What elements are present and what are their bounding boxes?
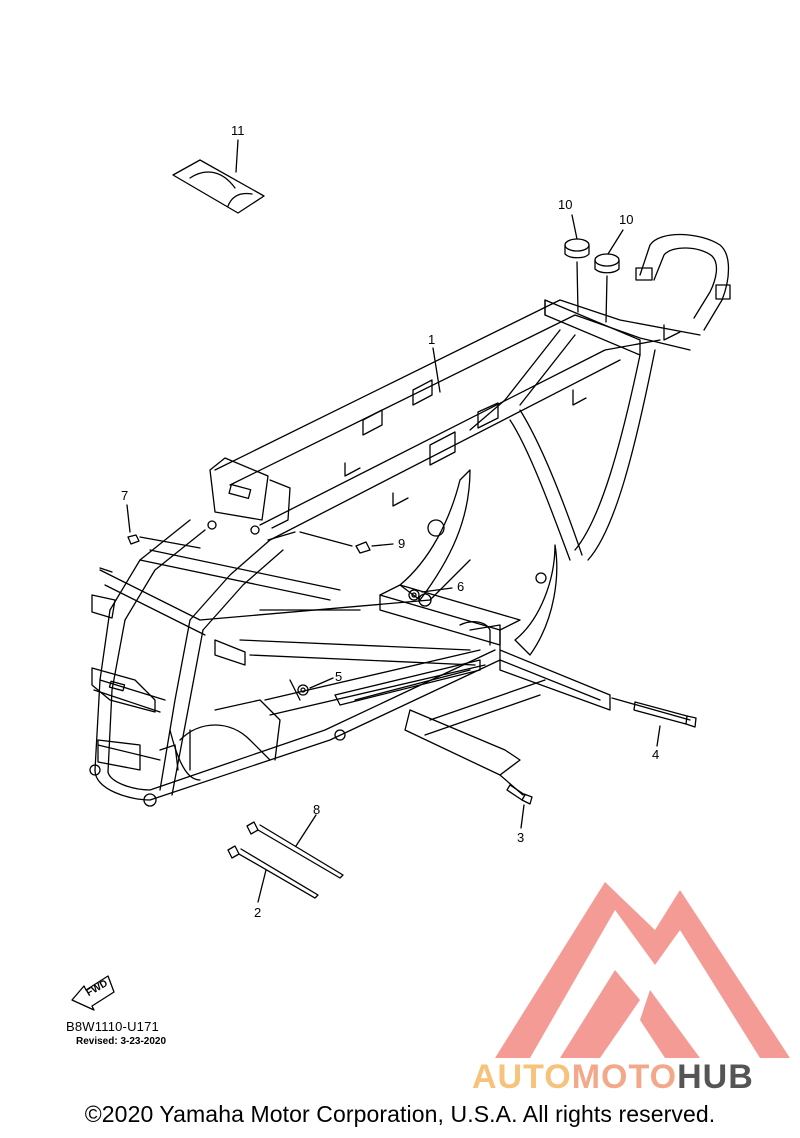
watermark-part-2: MOTO [571, 1058, 678, 1096]
callout-2: 2 [254, 905, 262, 920]
callout-11: 11 [231, 123, 245, 138]
callout-8: 8 [313, 802, 321, 817]
watermark-part-3: HUB [677, 1058, 754, 1096]
watermark-text: AUTOMOTOHUB [472, 1058, 754, 1097]
watermark-logo [495, 882, 790, 1058]
watermark-part-1: AUTO [472, 1058, 572, 1096]
fwd-arrow [71, 975, 115, 1011]
callout-4: 4 [652, 747, 660, 762]
part-11-bag [172, 139, 265, 214]
side-plates [399, 469, 558, 656]
lower-frame [89, 649, 501, 807]
rear-downtubes [509, 349, 656, 561]
part-10-grommets [564, 214, 624, 323]
revised-date: Revised: 3-23-2020 [76, 1036, 167, 1047]
part-3-bolt [499, 774, 533, 829]
callout-10b: 10 [619, 212, 634, 227]
callout-9: 9 [398, 536, 406, 551]
callout-6: 6 [457, 579, 465, 594]
part-4-bolt [611, 697, 697, 747]
front-structure [91, 457, 471, 796]
copyright-notice: ©2020 Yamaha Motor Corporation, U.S.A. A… [84, 1101, 716, 1127]
diagram-code: B8W1110-U171 [66, 1019, 159, 1034]
small-hardware [126, 504, 453, 696]
callout-5: 5 [335, 669, 343, 684]
callout-1: 1 [428, 332, 436, 347]
callout-3: 3 [517, 830, 525, 845]
callout-10: 10 [558, 197, 573, 212]
upper-rails [214, 299, 701, 541]
callout-7: 7 [121, 488, 129, 503]
center-crossmembers [239, 584, 611, 776]
cable-ties [227, 814, 344, 903]
rear-handle [635, 233, 731, 331]
